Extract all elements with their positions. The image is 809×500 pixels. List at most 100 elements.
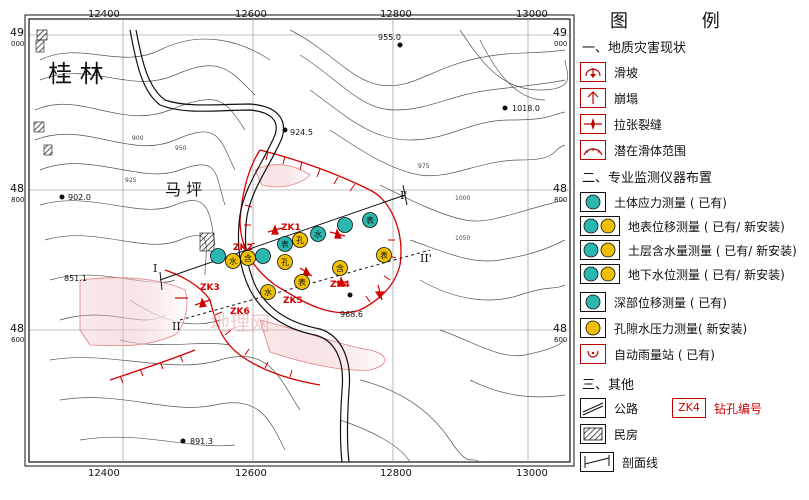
- instrument-stress-3: [210, 248, 226, 264]
- legend-rain-gauge: 自动雨量站 ( 已有): [580, 344, 805, 366]
- instrument-water-new-2: [260, 284, 276, 300]
- legend-pore-pressure-label: 孔隙水压力测量( 新安装): [614, 322, 748, 336]
- house-2: [35, 39, 45, 53]
- collapse-icon: [580, 88, 606, 108]
- legend-collapse-label: 崩塌: [614, 92, 639, 106]
- legend-stress-label: 土体应力测量 ( 已有): [614, 196, 727, 210]
- borehole-zk4: ZK4: [330, 280, 350, 290]
- house-3: [33, 121, 45, 133]
- legend-section-3: 三、其他: [582, 378, 635, 393]
- grid-label-top-2: 12600: [235, 9, 267, 20]
- grid-label-left-3b: 600: [11, 336, 24, 344]
- surface-displacement-icon: [580, 216, 620, 236]
- crack-icon: [580, 114, 606, 134]
- instrument-char-surface-4: 表: [281, 239, 289, 249]
- legend-potential-label: 潜在滑体范围: [614, 144, 687, 158]
- section-label-I: I: [153, 262, 157, 275]
- grid-label-right-3a: 48: [553, 322, 567, 335]
- borehole-sample: ZK4: [672, 398, 706, 418]
- road-icon: [580, 398, 606, 418]
- grid-label-left-1b: 000: [11, 40, 24, 48]
- instrument-pore-new-2: [277, 254, 293, 270]
- contour-label-3: 950: [175, 145, 187, 152]
- contour-label-6: 1050: [455, 235, 470, 242]
- legend-landslide-label: 滑坡: [614, 66, 639, 80]
- elevation-label-968: 968.6: [340, 310, 363, 319]
- deep-displacement-icon: [580, 292, 606, 312]
- legend-pore-pressure: 孔隙水压力测量( 新安装): [580, 318, 805, 340]
- grid-label-top-3: 12800: [380, 9, 412, 20]
- landslide-area-west: [79, 277, 188, 347]
- legend-borehole-label: 钻孔编号: [714, 402, 763, 416]
- instrument-soil-new-2: [332, 260, 348, 276]
- legend-profile-label: 剖面线: [622, 456, 659, 470]
- elevation-label-1018: 1018.0: [512, 104, 540, 113]
- house-4: [43, 144, 53, 156]
- landslide-area-south: [259, 319, 386, 371]
- elevation-label-851: 851.1: [64, 274, 87, 283]
- borehole-zk2: ZK2: [233, 243, 253, 253]
- legend-surface-displacement: 地表位移测量 ( 已有/ 新安装): [580, 216, 805, 238]
- instrument-surface-old-2: [277, 236, 293, 252]
- legend-deep-displacement: 深部位移测量 ( 已有): [580, 292, 805, 314]
- grid-label-right-1b: 000: [554, 40, 567, 48]
- borehole-zk3: ZK3: [200, 283, 220, 293]
- grid-label-right-2b: 800: [554, 196, 567, 204]
- instrument-char-surface-1: 表: [298, 277, 306, 287]
- place-name-maping: 马 坪: [165, 180, 202, 199]
- instrument-water-new-1: [225, 253, 241, 269]
- grid-label-bottom-1: 12400: [88, 468, 120, 479]
- legend-section-1: 一、地质灾害现状: [582, 41, 687, 56]
- elevation-label-902: 902.0: [68, 193, 91, 202]
- instrument-stress-1: [255, 248, 271, 264]
- contour-label-2: 925: [125, 177, 137, 184]
- legend-rain-gauge-label: 自动雨量站 ( 已有): [614, 348, 715, 362]
- instrument-soil-new-1: [240, 250, 256, 266]
- profile-line-icon: [580, 452, 614, 472]
- legend-groundwater: 地下水位测量 ( 已有/ 新安装): [580, 264, 805, 286]
- potential-slide-boundary: [109, 149, 402, 386]
- legend-title: 图 例: [610, 11, 754, 32]
- instrument-char-pore-2: 孔: [281, 258, 289, 267]
- elevation-label-891: 891.3: [190, 437, 213, 446]
- section-label-II-prime: II': [420, 252, 432, 265]
- instrument-char-water-2: 水: [264, 287, 272, 297]
- legend-deep-displacement-label: 深部位移测量 ( 已有): [614, 296, 727, 310]
- tension-cracks: [175, 224, 386, 308]
- grid-label-bottom-2: 12600: [235, 468, 267, 479]
- instrument-char-pore-1: 孔: [296, 236, 304, 245]
- legend-landslide: 滑坡: [580, 62, 805, 84]
- legend-road-label: 公路: [614, 402, 639, 416]
- monitoring-instruments: [210, 212, 392, 300]
- borehole-zk5: ZK5: [283, 296, 303, 306]
- watermark: 地理网: [210, 311, 270, 335]
- elevation-label-955: 955.0: [378, 33, 401, 42]
- instrument-pore-new-1: [292, 232, 308, 248]
- legend-house: 民房: [580, 424, 805, 446]
- landslide-area-north: [254, 164, 311, 188]
- legend-crack: 拉张裂缝: [580, 114, 805, 136]
- instrument-surface-new-2: [376, 247, 392, 263]
- instrument-stress-2: [310, 226, 326, 242]
- grid-label-left-2b: 800: [11, 196, 24, 204]
- house-5: [199, 232, 215, 252]
- house-icon: [580, 424, 606, 444]
- grid-label-left-2a: 48: [10, 182, 24, 195]
- rain-gauge-icon: [580, 344, 606, 364]
- section-label-I-prime: I': [400, 189, 407, 202]
- contour-label-1: 900: [132, 135, 144, 142]
- map-outer-frame: [24, 14, 575, 467]
- soil-water-icon: [580, 240, 620, 260]
- grid-label-right-3b: 600: [554, 336, 567, 344]
- grid-label-right-1a: 49: [553, 26, 567, 39]
- section-label-II: II: [172, 320, 181, 333]
- house-1: [36, 29, 48, 41]
- contour-label-4: 975: [418, 163, 430, 170]
- grid-label-top-4: 13000: [516, 9, 548, 20]
- legend-profile: 剖面线: [580, 452, 805, 474]
- legend-soil-water: 土层含水量测量 ( 已有/ 新安装): [580, 240, 805, 262]
- grid-label-bottom-4: 13000: [516, 468, 548, 479]
- grid-label-left-1a: 49: [10, 26, 24, 39]
- groundwater-icon: [580, 264, 620, 284]
- pore-pressure-icon: [580, 318, 606, 338]
